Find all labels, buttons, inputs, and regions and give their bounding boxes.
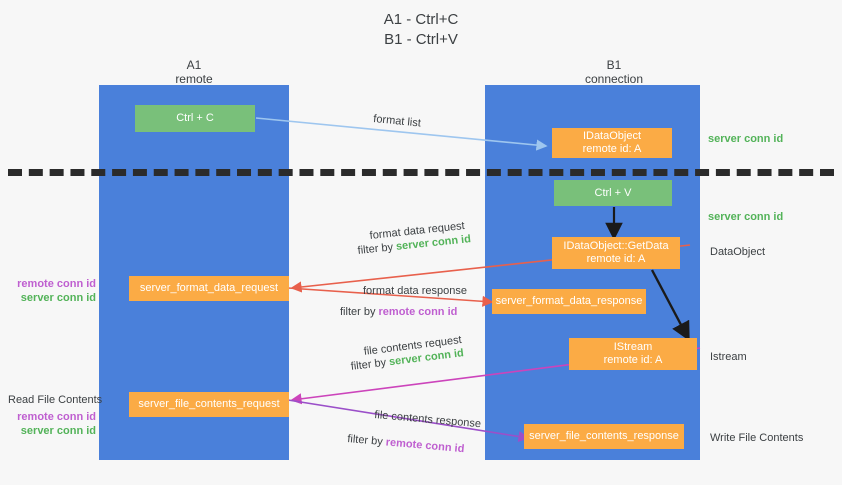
left-label-remote-conn-id-upper: remote conn id [17,278,96,290]
divider-dashed-line [8,169,834,176]
column-header-b1: B1 connection [584,58,644,86]
edge-text-filter-prefix-2: filter by [340,306,379,318]
node-ctrl-c[interactable]: Ctrl + C [135,105,255,132]
edge-label-format-data-response: format data response [363,284,467,299]
edge-text-filter-value-2: remote conn id [378,306,458,318]
left-label-conn-ids-lower: remote conn id server conn id [10,410,96,438]
node-server-file-contents-request[interactable]: server_file_contents_request [129,392,289,417]
node-server-format-data-response[interactable]: server_format_data_response [492,289,646,314]
node-server-format-data-request[interactable]: server_format_data_request [129,276,289,301]
edge-label-file-contents-response-filter: filter by remote conn id [347,432,465,457]
node-idataobject-getdata[interactable]: IDataObject::GetData remote id: A [552,237,680,269]
column-header-a1: A1 remote [175,58,213,86]
left-label-remote-conn-id-lower: remote conn id [17,411,96,423]
edge-label-file-contents-response: file contents response [374,408,482,432]
node-server-file-contents-response[interactable]: server_file_contents_response [524,424,684,449]
right-label-server-conn-id-mid: server conn id [708,211,784,223]
edge-text-format-data-response: format data response [363,285,467,297]
node-istream[interactable]: IStream remote id: A [569,338,697,370]
edge-label-format-list: format list [372,112,422,130]
right-label-write-file-contents: Write File Contents [710,432,804,444]
right-label-server-conn-id-top: server conn id [708,133,784,145]
node-dataobject-remote[interactable]: IDataObject remote id: A [552,128,672,158]
left-label-server-conn-id-lower: server conn id [20,425,96,437]
edge-text-filter-prefix-4: filter by [346,432,387,449]
edge-text-filter-value-4: remote conn id [385,436,465,456]
edge-label-format-data-response-filter: filter by remote conn id [340,305,457,320]
left-label-server-conn-id-upper: server conn id [20,292,96,304]
edge-text-filter-prefix-1: filter by [357,240,397,257]
left-label-conn-ids-upper: remote conn id server conn id [10,277,96,305]
diagram-title: A1 - Ctrl+C B1 - Ctrl+V [383,11,459,48]
edge-text-filter-prefix-3: filter by [350,356,390,373]
right-label-istream: Istream [710,351,747,363]
node-ctrl-v[interactable]: Ctrl + V [554,180,672,206]
left-label-read-file-contents: Read File Contents [8,394,103,406]
edge-text-file-contents-response: file contents response [373,408,482,431]
right-label-dataobject: DataObject [710,246,766,258]
